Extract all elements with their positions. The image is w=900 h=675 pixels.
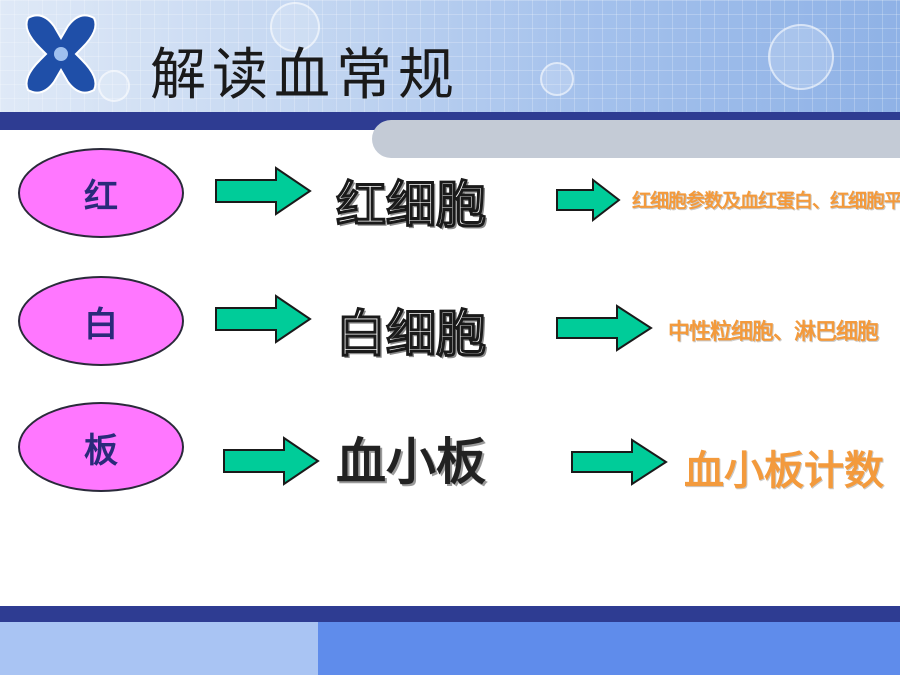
slide-header: 解读血常规	[0, 0, 900, 112]
header-deco-circle	[98, 70, 130, 102]
footer-left-block	[0, 622, 318, 675]
arrow-icon	[223, 436, 320, 486]
arrow-icon	[556, 304, 653, 352]
footer-right-block	[318, 622, 900, 675]
x-shape-logo-icon	[25, 14, 97, 94]
white-detail-text: 中性粒细胞、淋巴细胞	[668, 320, 879, 345]
red-detail-text: 红细胞参数及血红蛋白、红细胞平均	[632, 190, 900, 212]
white-cell-label: 白细胞	[335, 304, 486, 363]
slide-title: 解读血常规	[150, 43, 460, 108]
red-key-oval: 红	[18, 148, 184, 238]
platelet-cell-label: 血小板	[336, 433, 486, 491]
red-cell-label: 红细胞	[335, 175, 486, 234]
white-key-label: 白	[84, 304, 118, 345]
arrow-icon	[215, 166, 312, 216]
platelet-detail-text: 血小板计数	[684, 448, 884, 494]
header-grid-pattern	[0, 0, 900, 112]
arrow-icon	[556, 178, 621, 222]
header-deco-circle	[540, 62, 574, 96]
arrow-icon	[215, 294, 312, 344]
header-deco-circle	[768, 24, 834, 90]
arrow-icon	[571, 438, 668, 486]
header-pill-decoration	[372, 120, 900, 158]
platelet-key-label: 板	[84, 430, 118, 471]
platelet-key-oval: 板	[18, 402, 184, 492]
header-deco-circle	[270, 2, 320, 52]
white-key-oval: 白	[18, 276, 184, 366]
red-key-label: 红	[84, 176, 118, 217]
footer-band	[0, 606, 900, 622]
